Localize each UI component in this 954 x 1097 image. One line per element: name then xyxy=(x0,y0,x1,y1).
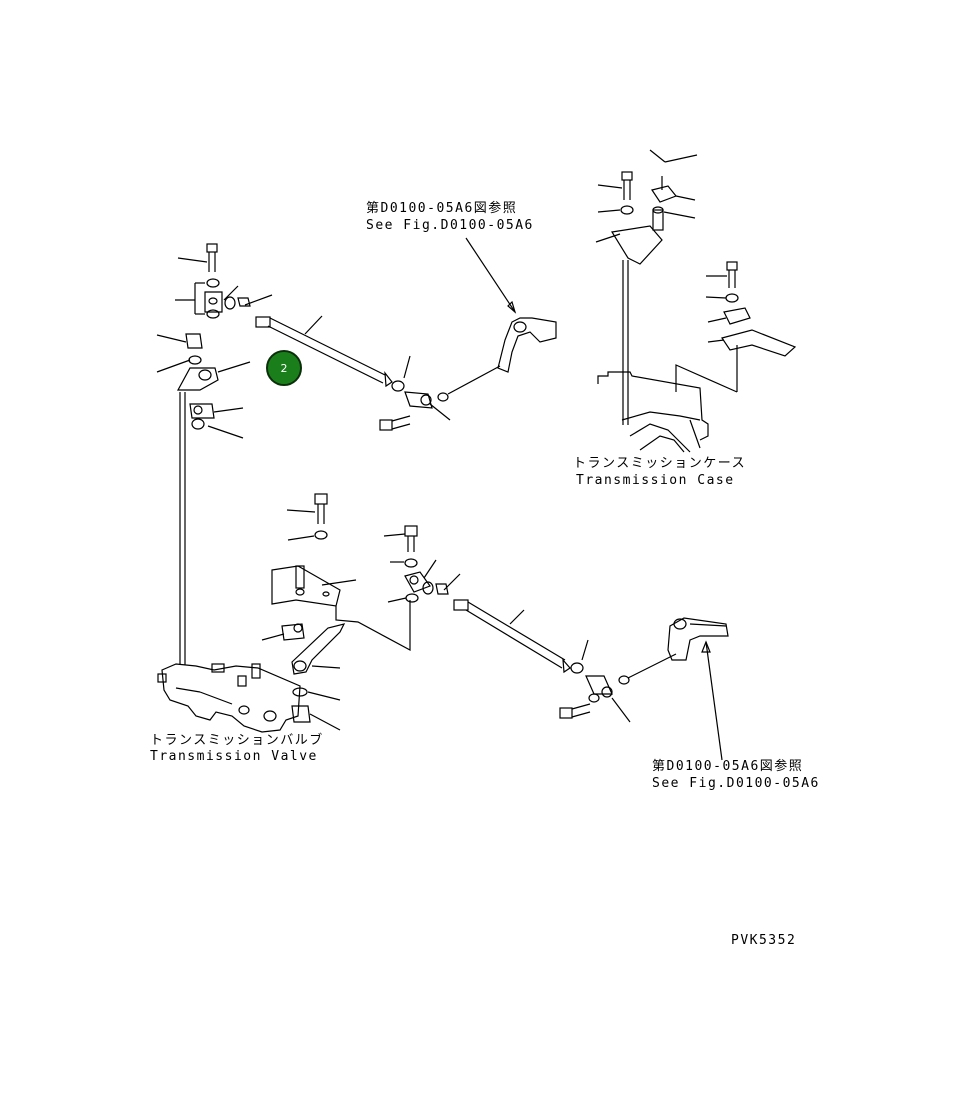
upper-left-bracket-assembly xyxy=(156,243,273,665)
arrow-icon xyxy=(701,640,711,653)
part-number-marker[interactable]: 2 xyxy=(266,350,302,386)
upper-reference-en: See Fig.D0100-05A6 xyxy=(366,218,534,233)
upper-reference-leader xyxy=(465,237,516,313)
transmission-case-label-en: Transmission Case xyxy=(576,473,735,488)
upper-push-rod xyxy=(255,315,557,431)
lower-reference-jp: 第D0100-05A6図参照 xyxy=(652,759,804,774)
transmission-valve-body xyxy=(157,663,301,733)
transmission-valve-label-en: Transmission Valve xyxy=(150,749,318,764)
lower-reference-en: See Fig.D0100-05A6 xyxy=(652,776,820,791)
transmission-valve-label-jp: トランスミッションバルブ xyxy=(150,733,324,748)
upper-reference-jp: 第D0100-05A6図参照 xyxy=(366,201,518,216)
upper-right-bracket-assembly xyxy=(595,149,797,425)
lower-push-rod xyxy=(453,599,729,723)
part-number-label: 2 xyxy=(280,361,288,375)
transmission-case-label-jp: トランスミッションケース xyxy=(573,456,747,471)
lower-reference-leader xyxy=(705,641,723,761)
transmission-case-outline xyxy=(597,371,709,453)
arrow-icon xyxy=(507,300,517,314)
lower-center-bracket-assembly xyxy=(261,493,411,731)
lower-middle-hardware xyxy=(383,525,461,603)
drawing-code: PVK5352 xyxy=(731,933,797,948)
